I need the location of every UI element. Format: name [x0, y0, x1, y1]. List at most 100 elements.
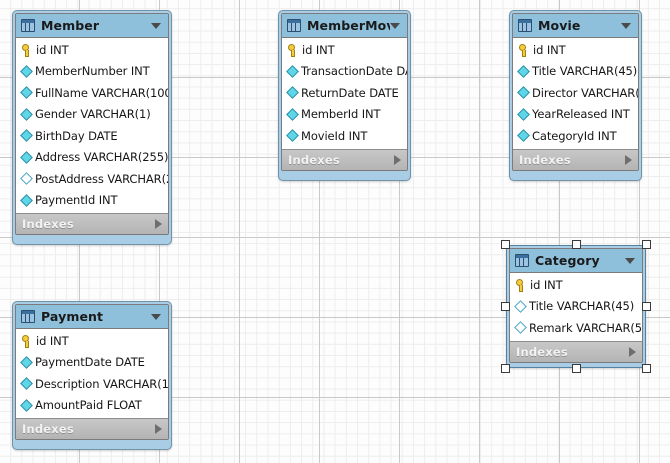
diamond-icon — [286, 107, 299, 121]
column-row[interactable]: Description VARCHAR(100) — [16, 373, 168, 395]
chevron-right-icon[interactable] — [625, 154, 632, 165]
indexes-label: Indexes — [519, 152, 571, 167]
diamond-icon — [517, 64, 530, 78]
column-row[interactable]: PaymentId INT — [16, 190, 168, 212]
chevron-down-icon[interactable] — [390, 22, 400, 29]
chevron-down-icon[interactable] — [151, 313, 161, 320]
chevron-down-icon[interactable] — [621, 22, 631, 29]
resize-handle-s[interactable] — [571, 364, 581, 373]
column-row[interactable]: MovieId INT — [282, 125, 407, 147]
chevron-right-icon[interactable] — [629, 346, 636, 357]
column-label: AmountPaid FLOAT — [35, 398, 142, 413]
indexes-label: Indexes — [288, 152, 340, 167]
column-row[interactable]: Title VARCHAR(45) — [510, 296, 642, 318]
diamond-icon — [514, 321, 527, 335]
table-title-bar[interactable]: MemberMovie — [282, 14, 407, 38]
indexes-label: Indexes — [22, 217, 74, 231]
column-row[interactable]: id INT — [510, 274, 642, 296]
resize-handle-nw[interactable] — [501, 240, 510, 249]
column-label: ReturnDate DATE — [301, 85, 399, 100]
chevron-right-icon[interactable] — [155, 424, 162, 434]
resize-handle-se[interactable] — [642, 364, 651, 373]
resize-handle-e[interactable] — [642, 302, 651, 311]
column-row[interactable]: BirthDay DATE — [16, 125, 168, 147]
resize-handle-n[interactable] — [571, 240, 581, 249]
diamond-icon — [20, 86, 33, 100]
column-row[interactable]: ReturnDate DATE — [282, 82, 407, 104]
key-icon — [21, 43, 32, 57]
table-title-bar[interactable]: Category — [510, 249, 642, 273]
diamond-icon — [517, 107, 530, 121]
resize-handle-sw[interactable] — [501, 364, 510, 373]
indexes-section-header[interactable]: Indexes — [282, 148, 407, 170]
table-icon — [515, 254, 529, 267]
diamond-icon — [20, 193, 33, 207]
column-row[interactable]: Remark VARCHAR(500) — [510, 317, 642, 339]
diamond-icon — [517, 86, 530, 100]
column-label: id INT — [302, 42, 335, 57]
diamond-icon — [20, 398, 33, 412]
column-label: MemberId INT — [301, 107, 381, 122]
column-row[interactable]: id INT — [16, 330, 168, 352]
indexes-section-header[interactable]: Indexes — [513, 148, 638, 170]
column-label: id INT — [36, 333, 69, 348]
table-object-payment[interactable]: Payment id INT PaymentDate DATE Description… — [12, 301, 172, 450]
column-label: PaymentDate DATE — [35, 355, 145, 370]
table-object-membermovie[interactable]: MemberMovie id INT TransactionDate DATE Ret… — [278, 10, 411, 181]
column-row[interactable]: TransactionDate DATE — [282, 61, 407, 83]
column-list: id INT TransactionDate DATE ReturnDate DAT… — [282, 38, 407, 149]
indexes-section-header[interactable]: Indexes — [510, 340, 642, 362]
key-icon — [21, 334, 32, 348]
column-label: PaymentId INT — [35, 193, 118, 208]
column-row[interactable]: id INT — [513, 39, 638, 61]
table-title-bar[interactable]: Payment — [16, 305, 168, 329]
chevron-down-icon[interactable] — [625, 257, 635, 264]
column-row[interactable]: AmountPaid FLOAT — [16, 395, 168, 417]
column-row[interactable]: YearReleased INT — [513, 104, 638, 126]
column-label: Description VARCHAR(100) — [35, 376, 169, 391]
column-row[interactable]: MemberNumber INT — [16, 61, 168, 83]
diamond-icon — [286, 64, 299, 78]
key-icon — [515, 278, 526, 292]
column-row[interactable]: id INT — [16, 39, 168, 61]
column-label: id INT — [530, 277, 563, 292]
column-row[interactable]: id INT — [282, 39, 407, 61]
column-label: Gender VARCHAR(1) — [35, 107, 151, 122]
column-row[interactable]: FullName VARCHAR(100) — [16, 82, 168, 104]
column-label: MovieId INT — [301, 128, 368, 143]
column-label: CategoryId INT — [532, 128, 617, 143]
column-row[interactable]: MemberId INT — [282, 104, 407, 126]
column-row[interactable]: Address VARCHAR(255) — [16, 147, 168, 169]
chevron-right-icon[interactable] — [394, 154, 401, 165]
table-title-bar[interactable]: Member — [16, 14, 168, 38]
table-name-label: Category — [535, 253, 600, 268]
column-row[interactable]: Title VARCHAR(45) — [513, 61, 638, 83]
resize-handle-ne[interactable] — [642, 240, 651, 249]
column-row[interactable]: PaymentDate DATE — [16, 352, 168, 374]
indexes-label: Indexes — [22, 422, 74, 436]
diamond-icon — [20, 355, 33, 369]
column-label: Director VARCHAR(45) — [532, 85, 639, 100]
column-list: id INT Title VARCHAR(45)Remark VARCHAR(50… — [510, 273, 642, 341]
table-object-category[interactable]: Category id INT Title VARCHAR(45)Remark VA… — [506, 245, 646, 368]
table-inner-frame: MemberMovie id INT TransactionDate DATE Ret… — [281, 13, 408, 171]
chevron-right-icon[interactable] — [155, 219, 162, 229]
column-row[interactable]: CategoryId INT — [513, 125, 638, 147]
indexes-section-header[interactable]: Indexes — [16, 213, 168, 234]
column-row[interactable]: PostAddress VARCHAR(255) — [16, 168, 168, 190]
column-row[interactable]: Director VARCHAR(45) — [513, 82, 638, 104]
diamond-icon — [20, 377, 33, 391]
table-title-bar[interactable]: Movie — [513, 14, 638, 38]
indexes-section-header[interactable]: Indexes — [16, 418, 168, 439]
table-footer-strip — [15, 235, 169, 244]
column-row[interactable]: Gender VARCHAR(1) — [16, 104, 168, 126]
resize-handle-w[interactable] — [501, 302, 510, 311]
chevron-down-icon[interactable] — [151, 22, 161, 29]
diamond-icon — [20, 107, 33, 121]
